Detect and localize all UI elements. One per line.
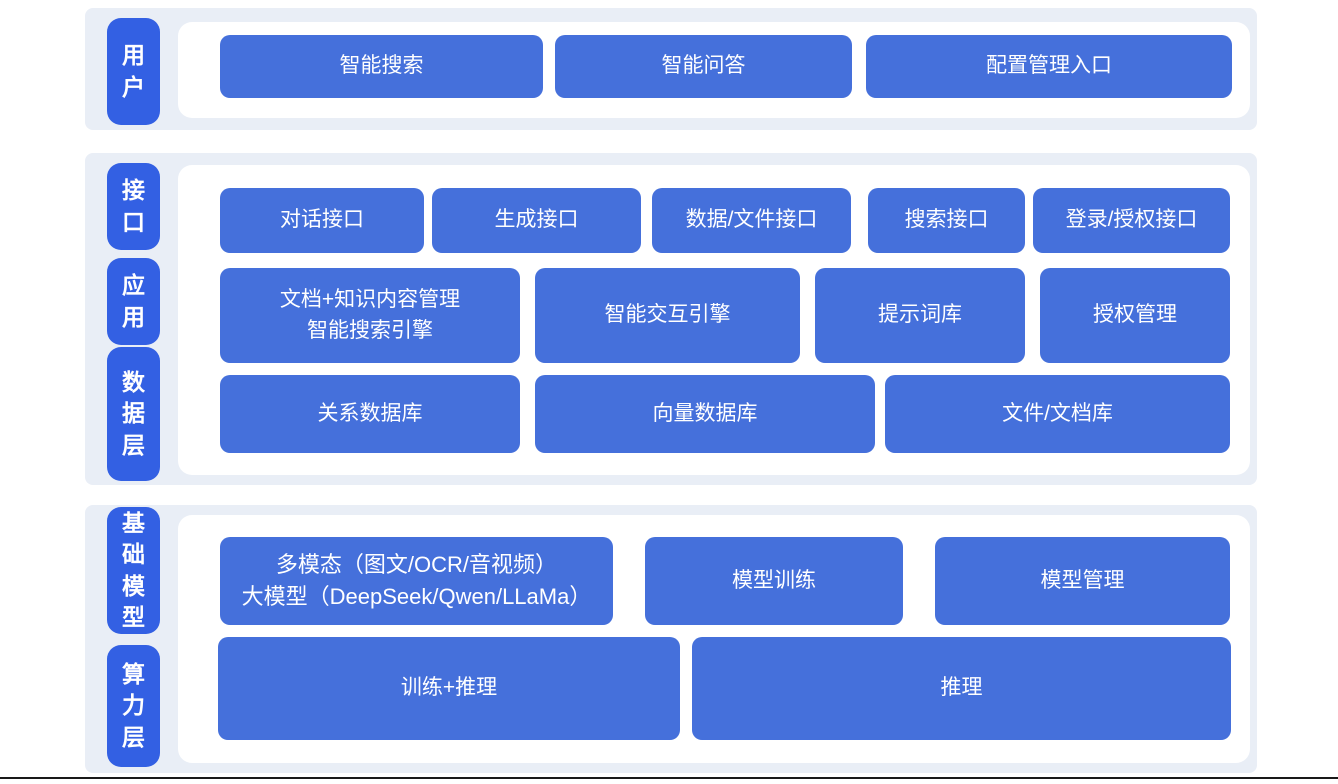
box-file-doc-db: 文件/文档库: [885, 375, 1230, 453]
box-search-api: 搜索接口: [868, 188, 1025, 253]
box-multimodal-llm: 多模态（图文/OCR/音视频） 大模型（DeepSeek/Qwen/LLaMa）: [220, 537, 613, 625]
bottom-rule: [0, 777, 1338, 779]
layer-label-interface: 接口: [107, 163, 160, 250]
box-data-file-api: 数据/文件接口: [652, 188, 851, 253]
box-interaction-engine: 智能交互引擎: [535, 268, 800, 363]
box-auth-management: 授权管理: [1040, 268, 1230, 363]
box-smart-search: 智能搜索: [220, 35, 543, 98]
box-dialog-api: 对话接口: [220, 188, 424, 253]
box-generation-api: 生成接口: [432, 188, 641, 253]
layer-label-interface-text: 接口: [121, 177, 145, 235]
box-doc-knowledge-search-engine: 文档+知识内容管理 智能搜索引擎: [220, 268, 520, 363]
box-config-management-entry: 配置管理入口: [866, 35, 1232, 98]
layer-label-application-text: 应用: [121, 272, 145, 330]
box-model-management: 模型管理: [935, 537, 1230, 625]
layer-label-user-text: 用户: [121, 42, 145, 100]
box-training-inference: 训练+推理: [218, 637, 680, 740]
box-inference: 推理: [692, 637, 1231, 740]
layer-label-compute-text: 算力层: [121, 661, 145, 750]
box-model-training: 模型训练: [645, 537, 903, 625]
box-vector-db: 向量数据库: [535, 375, 875, 453]
box-login-auth-api: 登录/授权接口: [1033, 188, 1230, 253]
layer-label-data-text: 数据层: [121, 369, 145, 458]
layer-label-application: 应用: [107, 258, 160, 345]
layer-label-compute: 算力层: [107, 645, 160, 767]
layer-label-user: 用户: [107, 18, 160, 125]
box-relational-db: 关系数据库: [220, 375, 520, 453]
layer-label-foundation-model: 基础模型: [107, 507, 160, 634]
layer-label-data: 数据层: [107, 347, 160, 481]
box-prompt-library: 提示词库: [815, 268, 1025, 363]
layer-label-foundation-model-text: 基础模型: [121, 510, 145, 630]
box-smart-qa: 智能问答: [555, 35, 852, 98]
